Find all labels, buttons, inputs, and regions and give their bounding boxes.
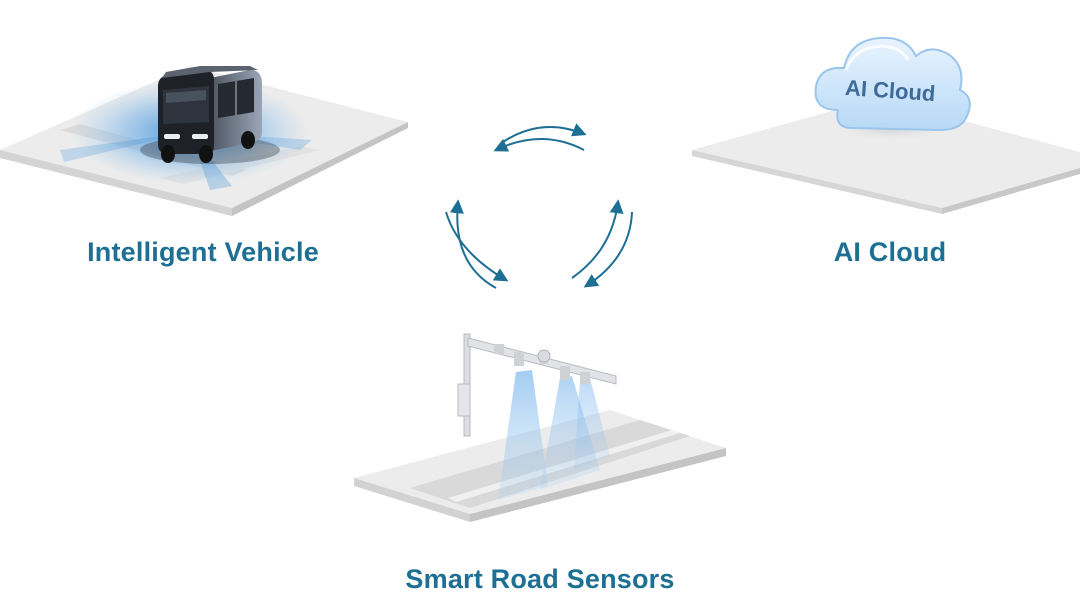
arrow-road-to-cloud bbox=[571, 199, 624, 279]
cloud-node: AI Cloud bbox=[692, 36, 1080, 214]
vehicle-node bbox=[0, 66, 408, 216]
arrow-vehicle-to-road bbox=[445, 211, 509, 282]
autonomous-shuttle-icon bbox=[140, 66, 280, 164]
arrow-cloud-to-road bbox=[583, 211, 633, 288]
road-label: Smart Road Sensors bbox=[405, 564, 675, 594]
road-node bbox=[354, 333, 726, 522]
arrow-vehicle-to-cloud bbox=[499, 123, 587, 145]
cloud-icon: AI Cloud bbox=[814, 36, 971, 132]
vehicle-label: Intelligent Vehicle bbox=[87, 237, 319, 267]
arrow-road-to-vehicle bbox=[449, 199, 497, 289]
cloud-platform bbox=[692, 98, 1080, 214]
road-sensor-beams bbox=[498, 370, 610, 500]
arrow-cloud-to-vehicle bbox=[493, 138, 585, 152]
road-sensor-gantry-icon bbox=[457, 333, 617, 437]
cloud-label: AI Cloud bbox=[833, 237, 947, 267]
connection-arrows bbox=[445, 123, 633, 289]
